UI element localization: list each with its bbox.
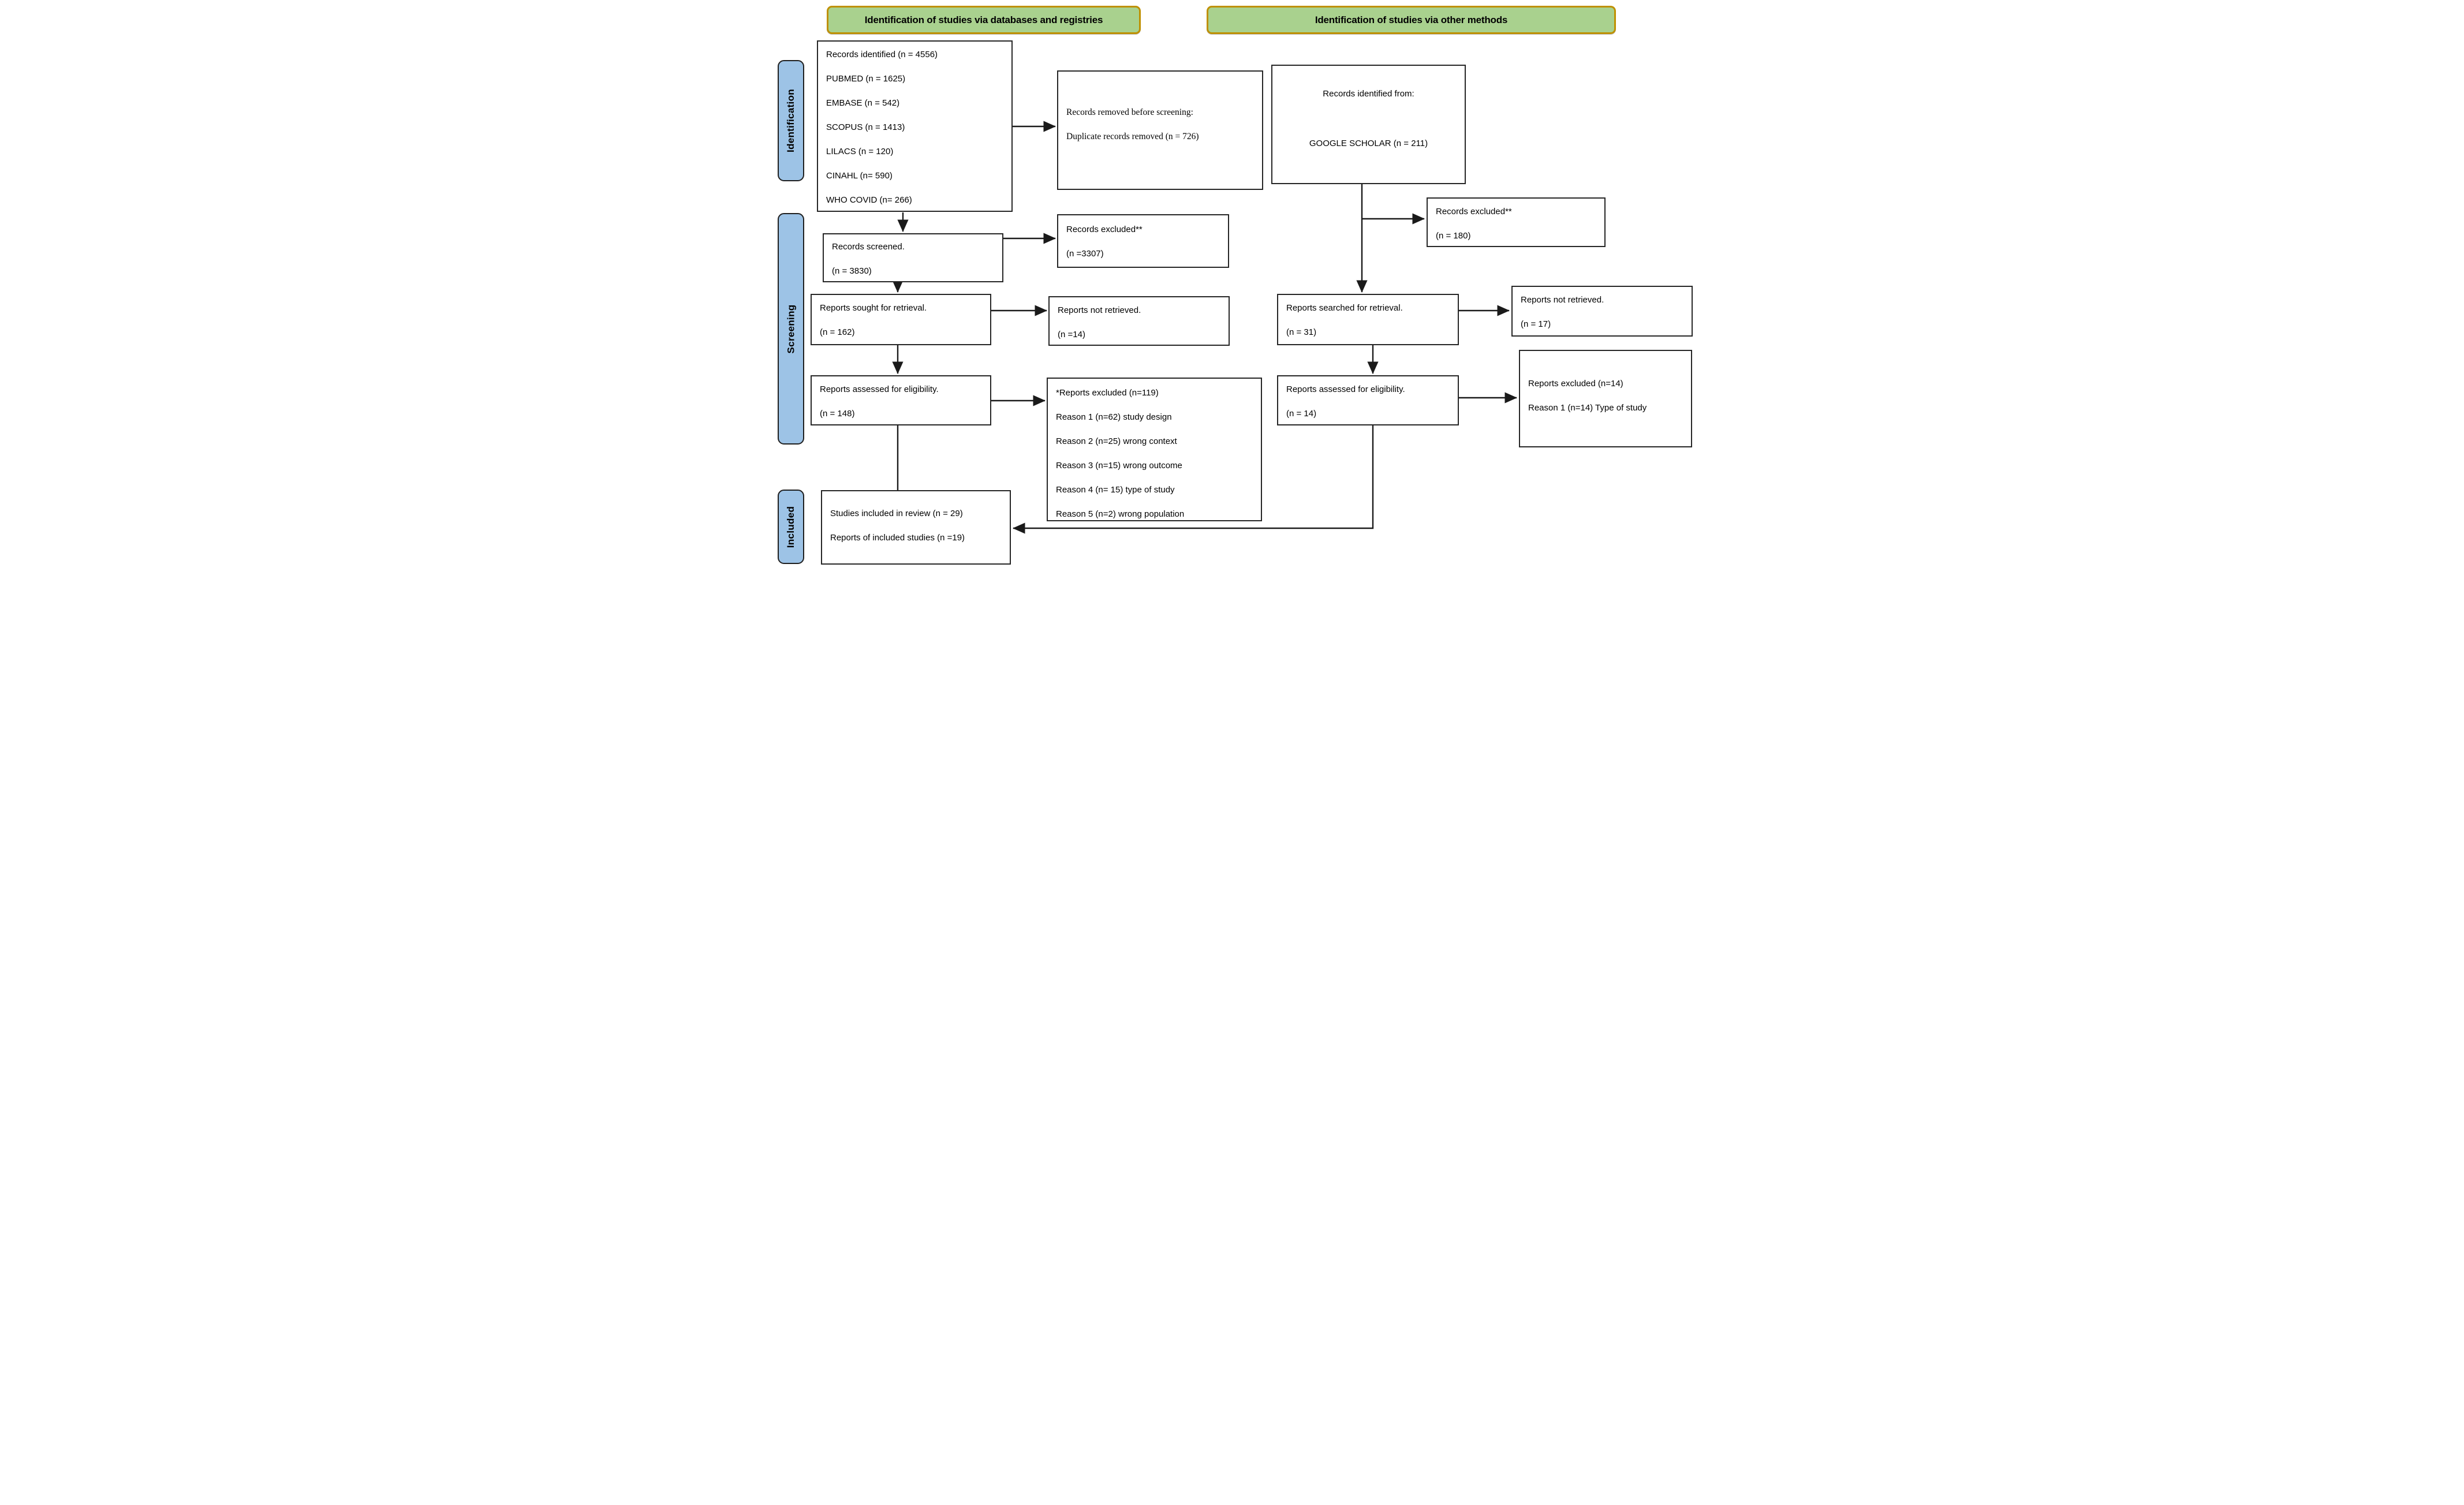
box-line: (n = 3830) bbox=[832, 266, 872, 276]
box-line: Reason 5 (n=2) wrong population bbox=[1056, 509, 1185, 519]
box-line: Reports assessed for eligibility. bbox=[820, 384, 939, 394]
box-line: Records excluded** bbox=[1066, 225, 1143, 234]
box-line: (n = 162) bbox=[820, 327, 855, 337]
box-records-identified: Records identified (n = 4556) PUBMED (n … bbox=[817, 40, 1013, 212]
box-line: Reports not retrieved. bbox=[1521, 295, 1604, 305]
box-records-removed: Records removed before screening: Duplic… bbox=[1057, 70, 1263, 190]
box-line: Reports not retrieved. bbox=[1058, 305, 1141, 315]
box-line: Reports assessed for eligibility. bbox=[1286, 384, 1405, 394]
stage-label-identification: Identification bbox=[778, 60, 804, 181]
box-line: Records excluded** bbox=[1436, 207, 1512, 216]
box-line: *Reports excluded (n=119) bbox=[1056, 388, 1159, 398]
box-reports-not-retrieved-14: Reports not retrieved. (n =14) bbox=[1048, 296, 1230, 346]
box-line: Reason 2 (n=25) wrong context bbox=[1056, 436, 1177, 446]
box-reports-assessed-148: Reports assessed for eligibility. (n = 1… bbox=[811, 375, 991, 425]
box-line: Duplicate records removed (n = 726) bbox=[1066, 132, 1199, 141]
box-reports-excluded-14: Reports excluded (n=14) Reason 1 (n=14) … bbox=[1519, 350, 1692, 447]
box-studies-included: Studies included in review (n = 29) Repo… bbox=[821, 490, 1011, 565]
box-line: Records identified (n = 4556) bbox=[826, 50, 938, 59]
box-line: Records identified from: bbox=[1323, 89, 1414, 99]
box-line: (n =3307) bbox=[1066, 249, 1104, 259]
stage-label-included-text: Included bbox=[785, 506, 797, 548]
box-line: Reports sought for retrieval. bbox=[820, 303, 927, 313]
box-line: EMBASE (n = 542) bbox=[826, 98, 900, 108]
box-line: Reason 4 (n= 15) type of study bbox=[1056, 485, 1175, 495]
box-records-screened: Records screened. (n = 3830) bbox=[823, 233, 1003, 282]
prisma-flow-diagram: Identification of studies via databases … bbox=[770, 0, 1694, 565]
box-line: (n = 180) bbox=[1436, 231, 1471, 241]
box-line: (n = 148) bbox=[820, 409, 855, 419]
box-reports-assessed-14: Reports assessed for eligibility. (n = 1… bbox=[1277, 375, 1459, 425]
box-reports-sought: Reports sought for retrieval. (n = 162) bbox=[811, 294, 991, 345]
box-line: (n = 31) bbox=[1286, 327, 1317, 337]
box-line: Records removed before screening: bbox=[1066, 107, 1193, 117]
box-line: WHO COVID (n= 266) bbox=[826, 195, 912, 205]
box-line: (n =14) bbox=[1058, 330, 1085, 339]
box-line: (n = 17) bbox=[1521, 319, 1551, 329]
box-line: Reports of included studies (n =19) bbox=[830, 533, 965, 543]
box-records-excluded-3307: Records excluded** (n =3307) bbox=[1057, 214, 1229, 268]
stage-label-included: Included bbox=[778, 490, 804, 564]
box-line: Reason 1 (n=14) Type of study bbox=[1528, 403, 1647, 413]
box-reports-searched: Reports searched for retrieval. (n = 31) bbox=[1277, 294, 1459, 345]
box-reports-not-retrieved-17: Reports not retrieved. (n = 17) bbox=[1511, 286, 1693, 337]
header-other-methods: Identification of studies via other meth… bbox=[1207, 6, 1616, 34]
box-records-excluded-180: Records excluded** (n = 180) bbox=[1427, 197, 1606, 247]
box-line: Reason 3 (n=15) wrong outcome bbox=[1056, 461, 1182, 470]
box-reports-excluded-119: *Reports excluded (n=119) Reason 1 (n=62… bbox=[1047, 378, 1262, 521]
box-line: GOOGLE SCHOLAR (n = 211) bbox=[1309, 139, 1428, 148]
box-line: Reason 1 (n=62) study design bbox=[1056, 412, 1172, 422]
box-line: Reports excluded (n=14) bbox=[1528, 379, 1623, 389]
box-google-scholar: Records identified from: GOOGLE SCHOLAR … bbox=[1271, 65, 1466, 184]
box-line: SCOPUS (n = 1413) bbox=[826, 122, 905, 132]
stage-label-screening: Screening bbox=[778, 213, 804, 445]
stage-label-identification-text: Identification bbox=[785, 89, 797, 152]
box-line: Reports searched for retrieval. bbox=[1286, 303, 1403, 313]
box-line: LILACS (n = 120) bbox=[826, 147, 894, 156]
box-line: PUBMED (n = 1625) bbox=[826, 74, 906, 84]
box-line: CINAHL (n= 590) bbox=[826, 171, 893, 181]
box-line: Records screened. bbox=[832, 242, 905, 252]
header-databases-registries: Identification of studies via databases … bbox=[827, 6, 1141, 34]
box-line: (n = 14) bbox=[1286, 409, 1317, 419]
stage-label-screening-text: Screening bbox=[785, 304, 796, 353]
box-line: Studies included in review (n = 29) bbox=[830, 509, 963, 518]
